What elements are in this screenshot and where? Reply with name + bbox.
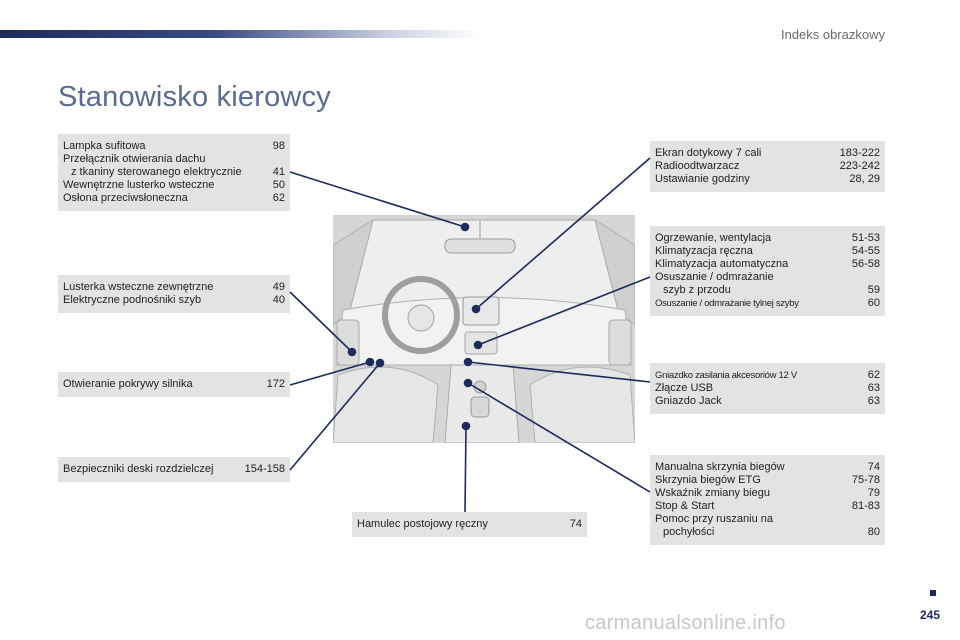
cockpit-illustration — [333, 215, 635, 443]
page-number: 245 — [919, 608, 940, 622]
index-row[interactable]: Osuszanie / odmrażanie — [655, 271, 774, 283]
page-title: Stanowisko kierowcy — [58, 81, 331, 114]
header-gradient-bar — [0, 30, 480, 38]
page-marker-square — [930, 590, 936, 596]
watermark: carmanualsonline.info — [585, 612, 786, 634]
section-title: Indeks obrazkowy — [780, 27, 885, 42]
index-row[interactable]: Pomoc przy ruszaniu na — [655, 513, 773, 525]
cockpit-drawing — [333, 215, 635, 443]
index-row[interactable]: Przełącznik otwierania dachu — [63, 153, 206, 165]
